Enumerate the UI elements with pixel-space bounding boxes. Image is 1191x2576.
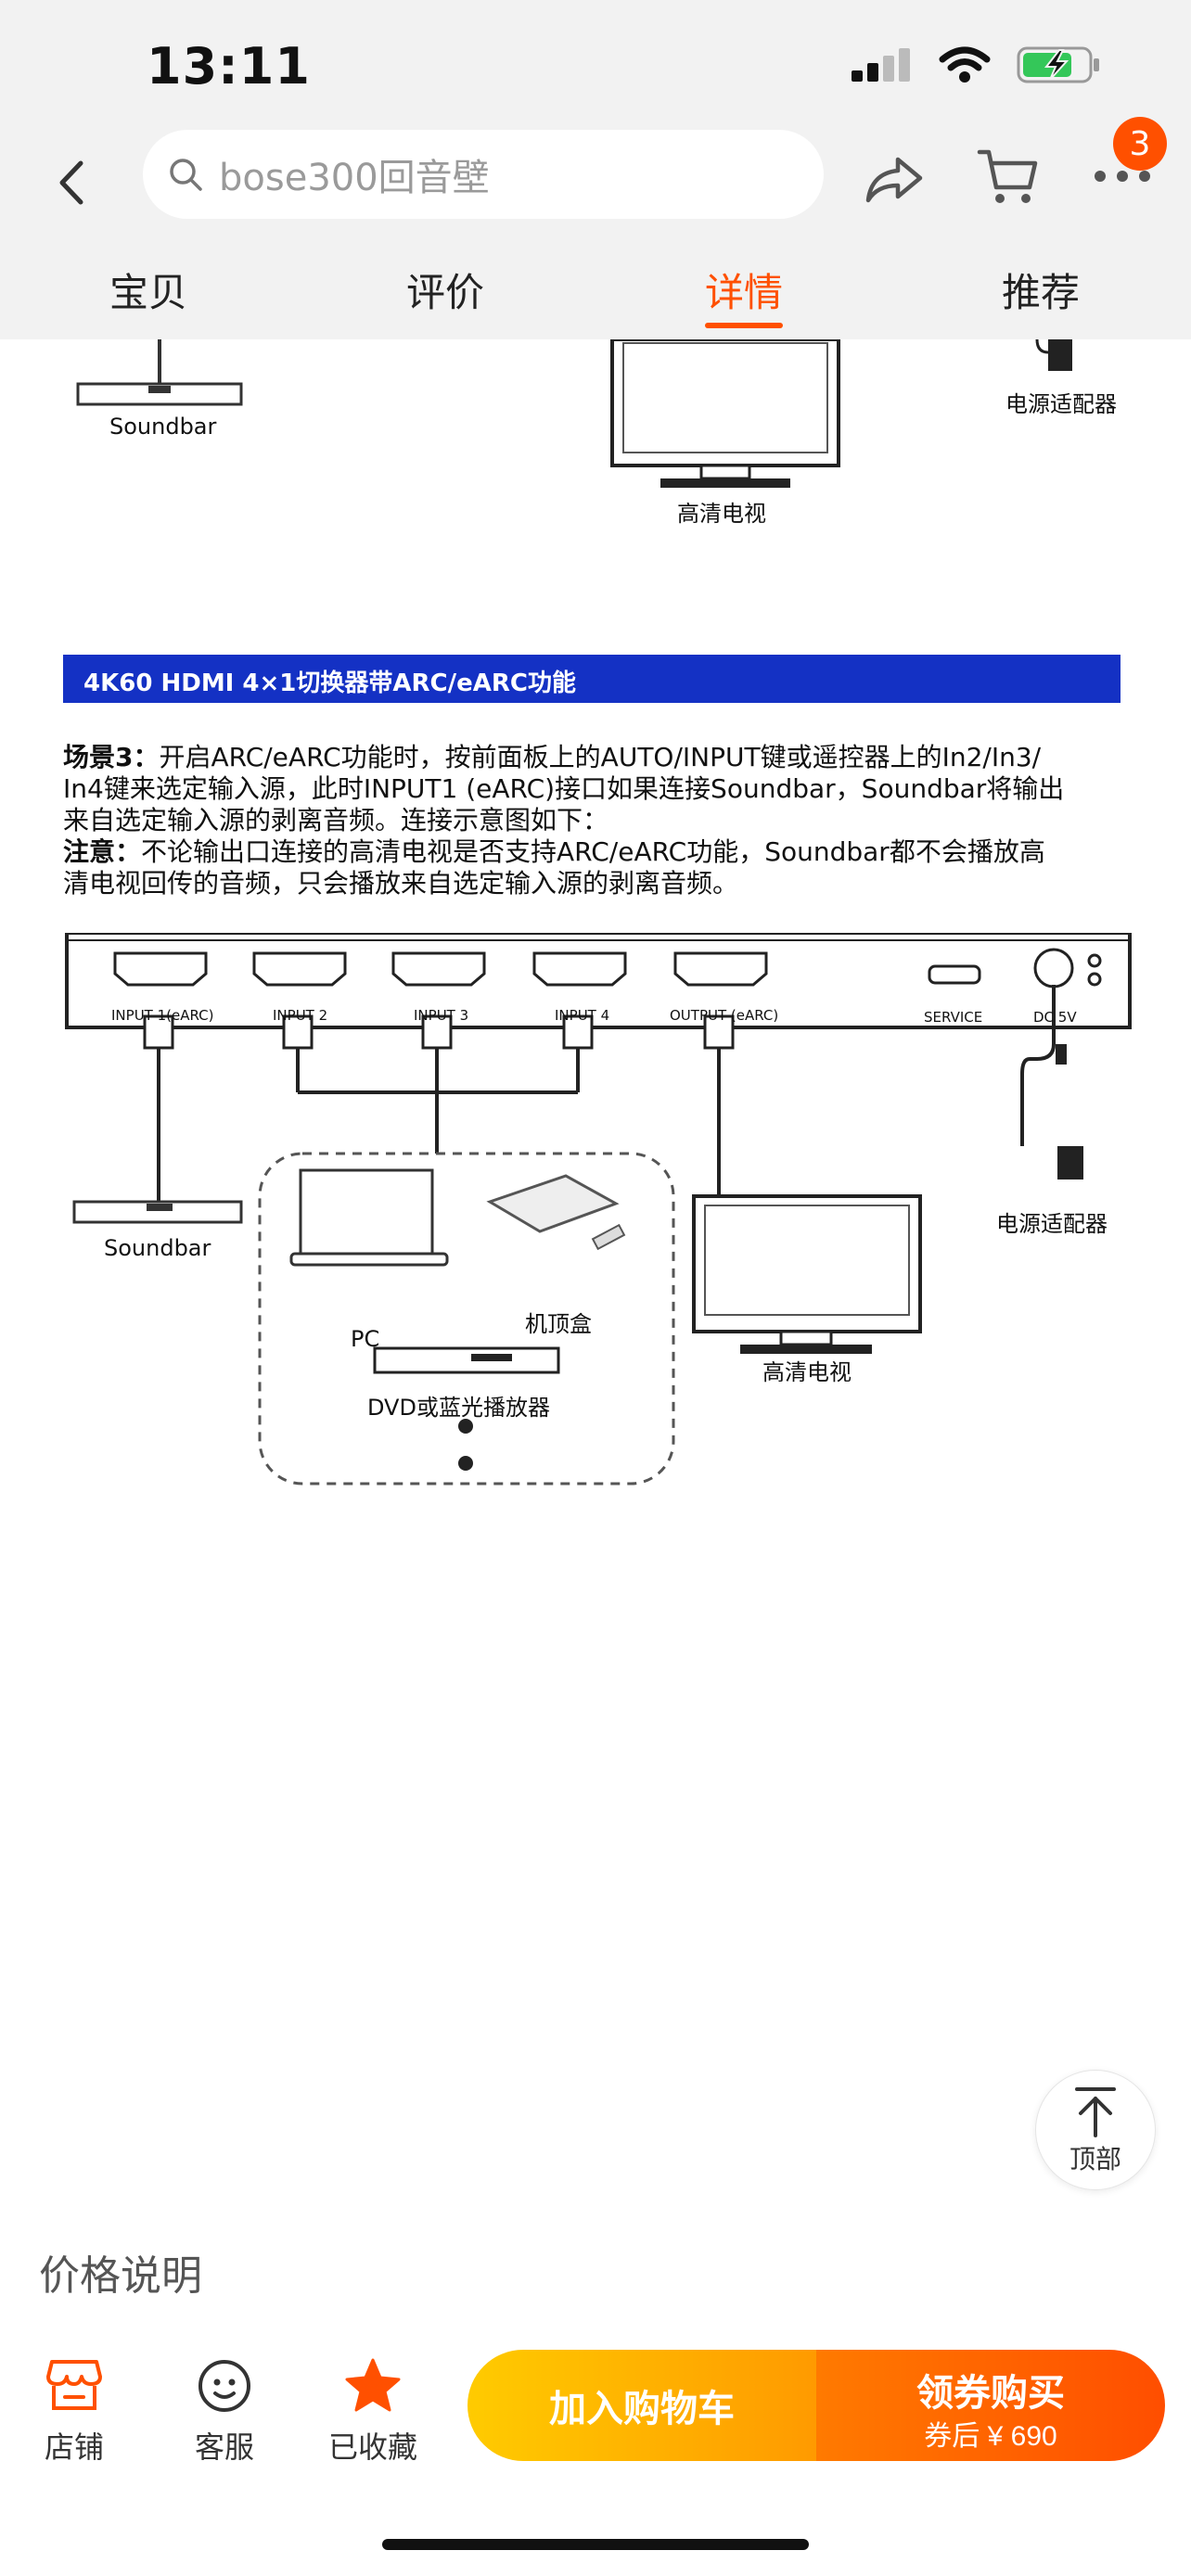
scenario-line: 来自选定输入源的剥离音频。连接示意图如下： (63, 805, 609, 835)
tab-bar: 宝贝 评价 详情 推荐 (0, 241, 1191, 340)
tab-recommend[interactable]: 推荐 (1002, 270, 1081, 315)
cart-button[interactable] (976, 143, 1043, 210)
adapter-label: 电源适配器 (996, 1211, 1108, 1237)
bottom-action-bar: 店铺 客服 已收藏 加入购物车 领券购买 券后 ¥ 690 (0, 2320, 1191, 2576)
favorite-label: 已收藏 (327, 2429, 417, 2465)
search-icon (170, 159, 202, 191)
search-header: 3 (0, 117, 1191, 241)
status-bar: 13:11 (0, 0, 1191, 130)
wifi-icon (939, 46, 991, 83)
customer-service-icon (198, 2360, 250, 2412)
star-filled-icon (345, 2358, 401, 2412)
port-label: INPUT 3 (414, 1007, 469, 1024)
add-to-cart-button[interactable]: 加入购物车 (467, 2350, 816, 2461)
price-section-title: 价格说明 (39, 2252, 202, 2300)
back-to-top-label: 顶部 (1069, 2144, 1121, 2174)
customer-service-button[interactable]: 客服 (169, 2353, 280, 2467)
banner-title: 4K60 HDMI 4×1切换器带ARC/eARC功能 (83, 670, 576, 697)
scenario-line: 开启ARC/eARC功能时，按前面板上的AUTO/INPUT键或遥控器上的In2… (159, 742, 1042, 772)
customer-service-label: 客服 (194, 2429, 254, 2465)
more-button[interactable] (1091, 148, 1156, 204)
cart-icon (977, 149, 1038, 203)
chevron-left-icon (59, 160, 83, 205)
tab-item[interactable]: 宝贝 (109, 270, 188, 315)
coupon-buy-button[interactable]: 领券购买 券后 ¥ 690 (816, 2350, 1165, 2461)
shop-label: 店铺 (44, 2429, 104, 2465)
note-heading: 注意： (63, 836, 142, 867)
more-dots-icon (1095, 171, 1150, 182)
cart-count-badge: 3 (1113, 117, 1167, 171)
share-button[interactable] (863, 147, 928, 211)
port-label: INPUT 4 (555, 1007, 610, 1024)
port-label: DC 5V (1033, 1009, 1077, 1026)
coupon-buy-label: 领券购买 (916, 2373, 1065, 2414)
note-line: 清电视回传的音频，只会播放来自选定输入源的剥离音频。 (63, 868, 739, 899)
dvd-label: DVD或蓝光播放器 (367, 1395, 550, 1421)
note-line: 不论输出口连接的高清电视是否支持ARC/eARC功能，Soundbar都不会播放… (141, 836, 1045, 867)
search-input[interactable] (217, 152, 777, 197)
port-label: INPUT 2 (273, 1007, 328, 1024)
port-label: INPUT 1(eARC) (111, 1007, 214, 1024)
stb-label: 机顶盒 (525, 1311, 592, 1337)
soundbar-label: Soundbar (109, 414, 217, 440)
port-label: SERVICE (924, 1009, 983, 1026)
top-diagram-image (76, 339, 1072, 488)
scenario-line: In4键来选定输入源，此时INPUT1 (eARC)接口如果连接Soundbar… (63, 773, 1065, 804)
battery-charging-icon (1017, 46, 1099, 83)
tv-label: 高清电视 (762, 1359, 852, 1385)
back-to-top-button[interactable]: 顶部 (1035, 2070, 1156, 2190)
home-indicator (382, 2539, 809, 2550)
product-banner: 4K60 HDMI 4×1切换器带ARC/eARC功能 (63, 655, 1121, 703)
tab-reviews[interactable]: 评价 (406, 270, 485, 315)
signal-icon (852, 48, 910, 82)
connection-diagram (65, 933, 1132, 1486)
adapter-label: 电源适配器 (1005, 391, 1117, 417)
shop-icon (46, 2360, 102, 2410)
status-icons (852, 45, 1102, 85)
tab-details[interactable]: 详情 (705, 270, 784, 315)
arrow-up-icon (1075, 2087, 1116, 2137)
after-coupon-price: 券后 ¥ 690 (924, 2421, 1057, 2452)
scenario-heading: 场景3： (63, 742, 160, 772)
shop-button[interactable]: 店铺 (19, 2353, 130, 2467)
share-icon (865, 157, 923, 203)
detail-content: Soundbar 高清电视 电源适配器 4K60 HDMI 4×1切换器带ARC… (0, 339, 1191, 2231)
back-button[interactable] (43, 150, 98, 215)
pc-label: PC (351, 1326, 380, 1352)
favorite-button[interactable]: 已收藏 (317, 2353, 429, 2467)
tv-label: 高清电视 (677, 501, 766, 527)
status-time: 13:11 (147, 37, 311, 96)
active-tab-indicator (705, 323, 783, 328)
port-label: OUTPUT (eARC) (670, 1007, 779, 1024)
soundbar-label: Soundbar (104, 1235, 211, 1261)
search-box[interactable] (143, 130, 824, 219)
scenario-description: 场景3：开启ARC/eARC功能时，按前面板上的AUTO/INPUT键或遥控器上… (63, 742, 1130, 899)
